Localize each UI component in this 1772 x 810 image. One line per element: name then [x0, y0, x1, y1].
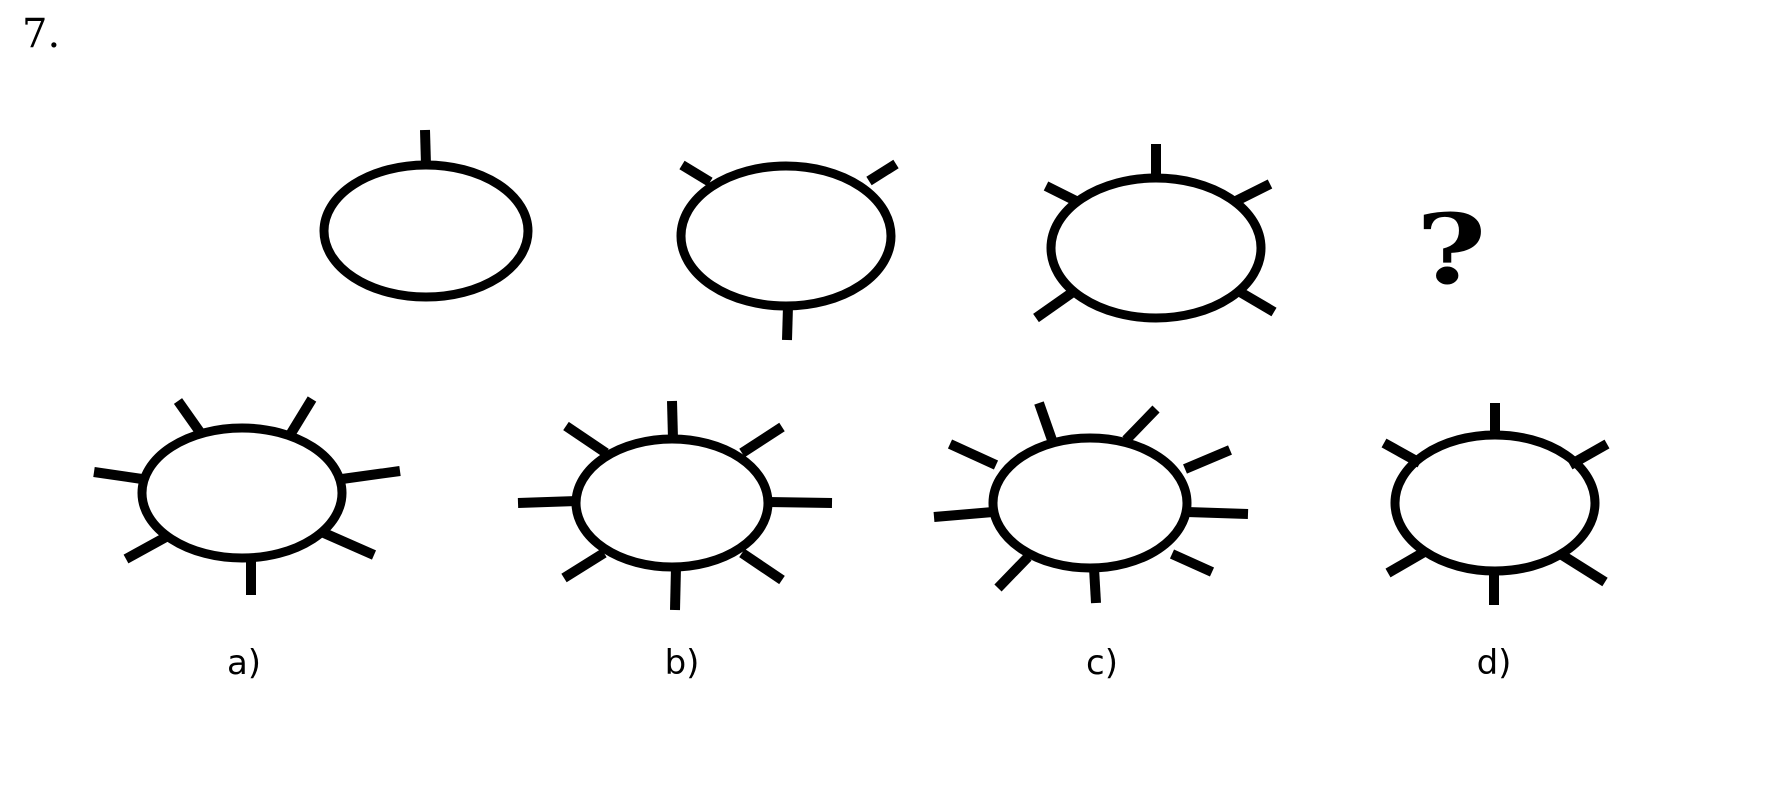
- sequence-figure-1: [319, 129, 533, 302]
- option-a-figure[interactable]: [90, 395, 410, 605]
- option-c-spike-upper-right: [1122, 405, 1160, 444]
- option-d-spike-upper-left: [1381, 438, 1423, 468]
- option-a-spike-lower-left: [123, 532, 169, 564]
- figure-3-spike-upper-right: [1231, 179, 1273, 207]
- option-a-spike-upper-right: [285, 396, 317, 438]
- sequence-figure-2: [676, 159, 899, 341]
- figure-3-spike-lower-left: [1033, 287, 1076, 323]
- sequence-figure-3: [1033, 144, 1277, 323]
- option-d-figure[interactable]: [1350, 395, 1640, 610]
- figure-2-spike-upper-left: [679, 160, 713, 187]
- option-a-ring: [137, 423, 347, 563]
- figure-1-ring: [319, 160, 533, 302]
- option-b-figure[interactable]: [510, 395, 850, 620]
- figure-2-ring: [676, 161, 896, 311]
- option-c-spike-left: [933, 507, 994, 522]
- option-b-spike-bottom: [670, 566, 681, 611]
- option-d-spike-lower-right: [1559, 550, 1608, 587]
- option-b-spike-left: [517, 496, 578, 508]
- question-number: 7.: [22, 11, 61, 57]
- option-a-spike-lower-right: [321, 528, 377, 560]
- option-b-spike-lower-right: [739, 548, 785, 585]
- option-b-spike-top: [667, 400, 678, 440]
- option-b-spike-right: [767, 497, 833, 508]
- figure-3-spike-upper-left: [1043, 181, 1081, 207]
- option-d-label[interactable]: d): [1476, 643, 1512, 683]
- option-c-ring: [988, 433, 1192, 573]
- option-c-label[interactable]: c): [1086, 643, 1118, 683]
- figure-3-ring: [1046, 173, 1266, 323]
- option-c-spike-upper-left: [1034, 401, 1057, 442]
- option-b-spike-upper-right: [739, 422, 785, 458]
- option-a-label[interactable]: a): [226, 643, 262, 683]
- figure-3-spike-lower-right: [1237, 287, 1277, 317]
- option-c-spike-bottom: [1089, 567, 1101, 604]
- unknown-figure-question-mark: ?: [1416, 193, 1487, 306]
- option-c-spike-far-left-upper: [947, 439, 999, 470]
- figure-1-spike-top: [420, 129, 431, 166]
- option-a-spike-right: [341, 466, 401, 484]
- option-d-spike-lower-left: [1385, 546, 1429, 578]
- option-b-ring: [571, 434, 773, 572]
- option-c-spike-right: [1186, 507, 1249, 519]
- option-c-spike-lower-right: [1169, 549, 1215, 577]
- option-c-spike-far-right-upper: [1183, 445, 1232, 474]
- option-b-spike-upper-left: [563, 421, 609, 458]
- option-a-spike-left: [93, 467, 143, 484]
- figure-2-spike-upper-right: [866, 159, 899, 186]
- option-c-figure[interactable]: [930, 395, 1270, 610]
- figure-2-spike-bottom: [782, 305, 793, 341]
- option-d-spike-upper-right: [1567, 439, 1610, 470]
- option-b-label[interactable]: b): [664, 643, 700, 683]
- option-c-spike-lower-left: [994, 553, 1032, 592]
- option-b-spike-lower-left: [561, 548, 607, 583]
- option-a-spike-upper-left: [173, 398, 207, 438]
